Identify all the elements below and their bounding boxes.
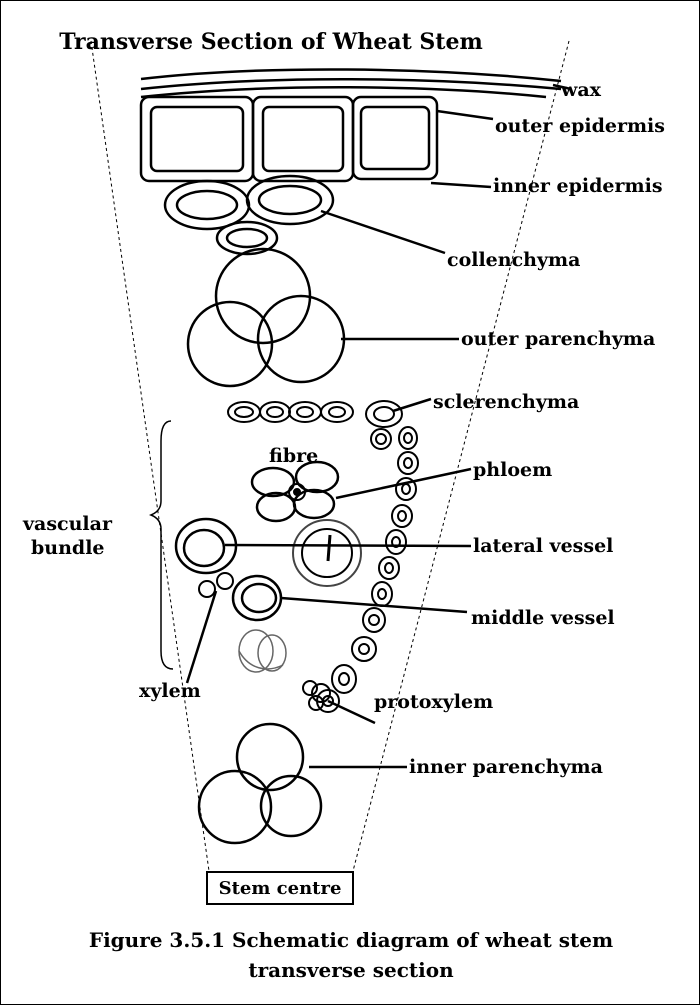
label-protoxylem: protoxylem bbox=[374, 693, 493, 712]
diagram-title: Transverse Section of Wheat Stem bbox=[1, 29, 541, 55]
leader-xylem bbox=[187, 591, 216, 683]
label-inner-parenchyma: inner parenchyma bbox=[409, 758, 603, 777]
label-inner-epidermis: inner epidermis bbox=[493, 177, 663, 196]
wax-layer bbox=[141, 69, 561, 97]
label-lateral-vessel: lateral vessel bbox=[473, 537, 613, 556]
label-outer-parenchyma: outer parenchyma bbox=[461, 330, 655, 349]
leader-sclerenchyma bbox=[393, 399, 431, 411]
leader-inner-epidermis bbox=[431, 183, 491, 187]
leader-collenchyma bbox=[321, 211, 445, 253]
label-collenchyma: collenchyma bbox=[447, 251, 580, 270]
inner-parenchyma-cells bbox=[199, 724, 321, 843]
label-middle-vessel: middle vessel bbox=[471, 609, 615, 628]
figure-caption: Figure 3.5.1 Schematic diagram of wheat … bbox=[1, 925, 700, 985]
caption-line-2: transverse section bbox=[1, 955, 700, 985]
stem-centre-label: Stem centre bbox=[219, 878, 342, 899]
label-vascular: vascular bbox=[23, 515, 112, 534]
vascular-bundle-brace bbox=[151, 421, 173, 669]
lateral-vessel-right bbox=[293, 520, 361, 586]
wedge-right-edge bbox=[353, 41, 569, 871]
outer-epidermis-cells bbox=[141, 97, 437, 181]
label-wax: wax bbox=[561, 81, 601, 100]
caption-line-1: Figure 3.5.1 Schematic diagram of wheat … bbox=[1, 925, 700, 955]
label-outer-epidermis: outer epidermis bbox=[495, 117, 665, 136]
middle-vessel bbox=[233, 576, 281, 620]
label-xylem: xylem bbox=[139, 682, 201, 701]
label-fibre: fibre bbox=[269, 447, 318, 466]
sclerenchyma-cells bbox=[228, 401, 418, 712]
leader-outer-epidermis bbox=[437, 111, 493, 119]
leader-lateral-vessel bbox=[225, 545, 471, 546]
protoxylem-lacuna bbox=[239, 630, 286, 672]
label-sclerenchyma: sclerenchyma bbox=[433, 393, 579, 412]
label-phloem: phloem bbox=[473, 461, 552, 480]
stem-centre-box: Stem centre bbox=[206, 871, 354, 905]
leader-protoxylem bbox=[328, 701, 375, 723]
label-bundle: bundle bbox=[31, 539, 105, 558]
outer-parenchyma-cells bbox=[188, 249, 344, 386]
